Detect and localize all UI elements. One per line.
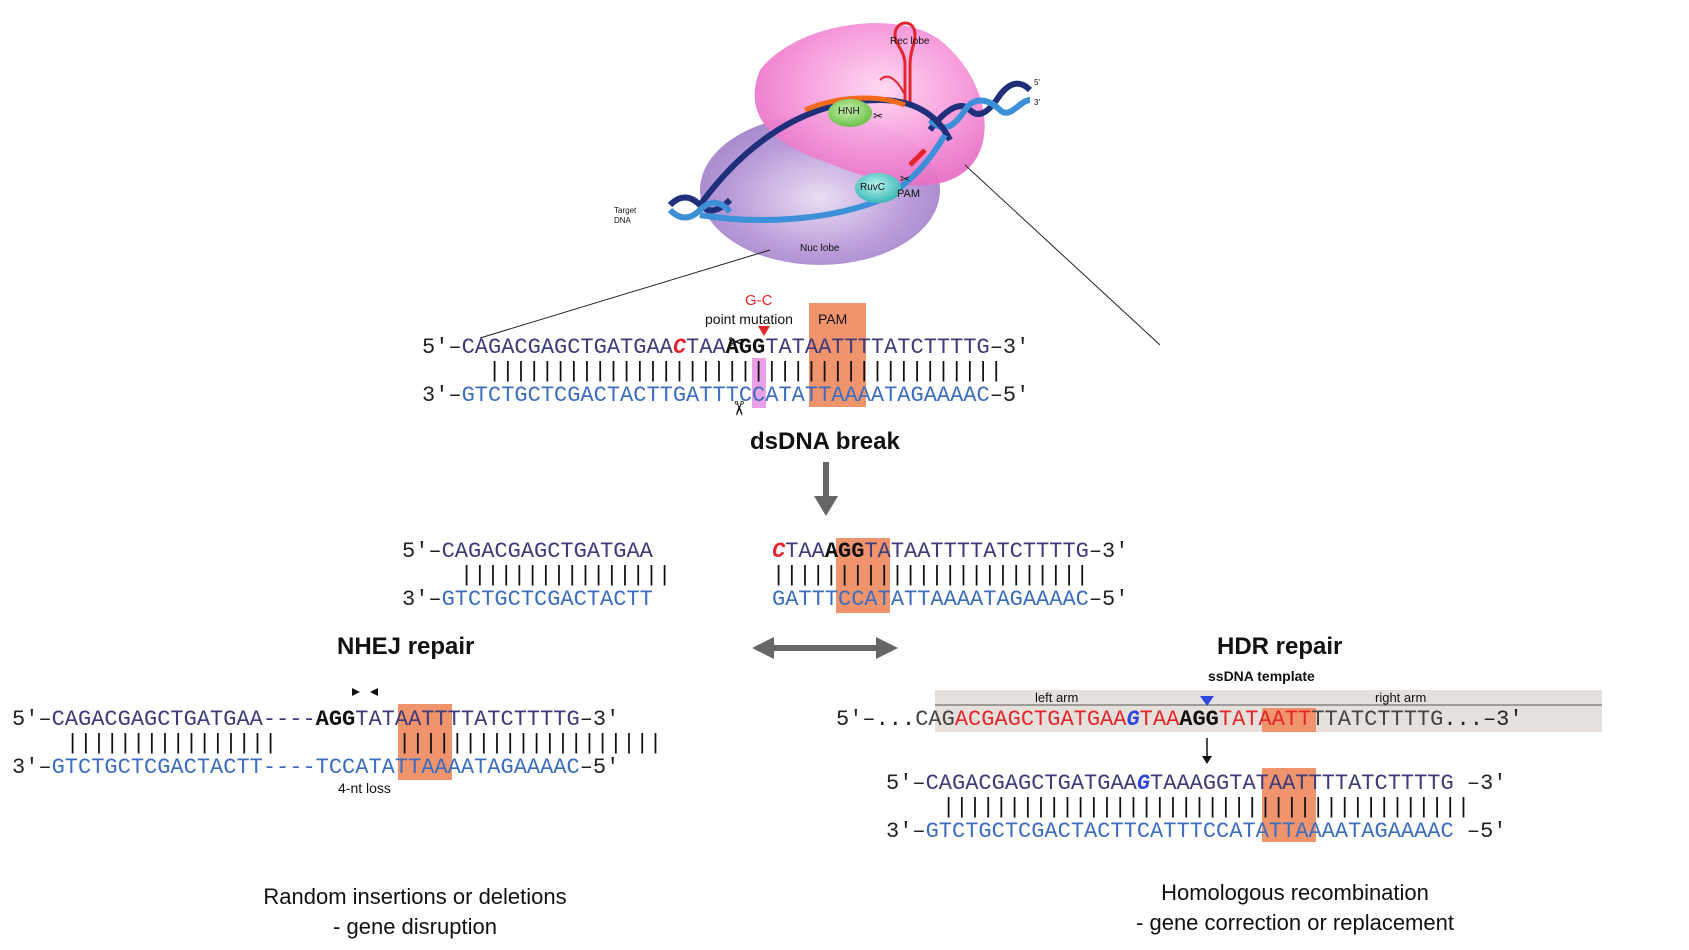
hdr-base-pairs: |||||||||||||||||||||||||||||||||||||||| bbox=[942, 795, 1471, 820]
rec-lobe-label: Rec lobe bbox=[890, 36, 930, 47]
scissors-icon-ruvc: ✂ bbox=[900, 172, 910, 186]
nhej-pam-highlight bbox=[398, 704, 452, 780]
hdr-right-arm-label: right arm bbox=[1375, 690, 1427, 705]
nhej-bars-left: |||||||||||||||| bbox=[66, 731, 278, 756]
dsdna-break-label: dsDNA break bbox=[750, 428, 900, 455]
broken-pam-highlight bbox=[836, 538, 890, 613]
double-arrow-right-head bbox=[876, 637, 898, 659]
nhej-outcome-line2: - gene disruption bbox=[333, 914, 497, 939]
hdr-template-strand: 5′–...CAGACGAGCTGATGAAGTAAAGGTATAATTTTAT… bbox=[836, 707, 1523, 732]
top-strand-seq: 5′–CAGACGAGCTGATGAACTAAAGGTATAATTTTATCTT… bbox=[422, 335, 1030, 360]
hdr-outcome-line2: - gene correction or replacement bbox=[1136, 910, 1454, 935]
nhej-primer-arrow-left bbox=[352, 688, 360, 696]
dna-nontarget-strand bbox=[699, 133, 948, 223]
cut-site-triangle bbox=[758, 326, 770, 336]
mutation-title: G-C bbox=[745, 292, 773, 309]
hdr-top-strand: 5′–CAGACGAGCTGATGAAGTAAAGGTATAATTTTATCTT… bbox=[886, 771, 1507, 796]
pam-marker-red bbox=[908, 148, 927, 167]
hdr-template-label: ssDNA template bbox=[1208, 668, 1315, 684]
nhej-primer-arrow-right bbox=[370, 688, 378, 696]
mutation-highlight-box bbox=[752, 358, 766, 408]
hdr-down-arrow-head bbox=[1202, 756, 1212, 764]
hdr-outcome-line1: Homologous recombination bbox=[1161, 880, 1429, 905]
nuc-lobe-label: Nuc lobe bbox=[800, 243, 840, 254]
broken-top-left: 5′–CAGACGAGCTGATGAA bbox=[402, 539, 653, 564]
top-bottom-strand-seq: 3′–GTCTGCTCGACTACTTGATTTCCATATTAAAATAGAA… bbox=[422, 383, 1030, 408]
down-arrow-head bbox=[814, 496, 838, 516]
nhej-top-strand: 5′–CAGACGAGCTGATGAA----AGGTATAATTTTATCTT… bbox=[12, 707, 620, 732]
broken-bottom-left: 3′–GTCTGCTCGACTACTT bbox=[402, 587, 653, 612]
hdr-title: HDR repair bbox=[1217, 633, 1343, 660]
broken-bottom-right: GATTTCCATATTAAAATAGAAAAC–5′ bbox=[772, 587, 1129, 612]
nhej-bottom-strand: 3′–GTCTGCTCGACTACTT----TCCATATTAAAATAGAA… bbox=[12, 755, 620, 780]
broken-bars-right: |||||||||||||||||||||||| bbox=[772, 563, 1089, 588]
guide-rna-hairpin bbox=[893, 21, 917, 105]
helix-5prime-label: 5' bbox=[1034, 78, 1040, 87]
nhej-outcome-line1: Random insertions or deletions bbox=[263, 884, 567, 909]
broken-top-right: CTAAAGGTATAATTTTATCTTTTG–3′ bbox=[772, 539, 1129, 564]
nhej-bars-right: |||||||||||||||||||| bbox=[398, 731, 663, 756]
scissors-icon-hnh: ✂ bbox=[873, 109, 883, 123]
rec-lobe-shape bbox=[754, 23, 985, 186]
top-base-pairs: ||||||||||||||||||||||||||||||||||||||| bbox=[488, 359, 1003, 384]
ruvc-label: RuvC bbox=[860, 182, 886, 193]
nhej-title: NHEJ repair bbox=[337, 633, 475, 660]
double-arrow-left-head bbox=[752, 637, 774, 659]
dna-helix-left-light bbox=[667, 199, 733, 221]
hnh-domain bbox=[828, 99, 872, 127]
guide-rna-segment bbox=[804, 95, 906, 113]
ruvc-domain bbox=[855, 173, 901, 203]
dna-helix-right-dark bbox=[927, 80, 1033, 132]
dna-helix-right-light bbox=[927, 97, 1031, 131]
hdr-g-marker bbox=[1200, 696, 1214, 706]
pam-highlight-box bbox=[809, 303, 866, 407]
nhej-loss-label: 4-nt loss bbox=[338, 780, 391, 796]
guide-rna-stem bbox=[879, 75, 906, 96]
broken-bars-left: |||||||||||||||| bbox=[460, 563, 672, 588]
mutation-subtitle: point mutation bbox=[705, 311, 793, 327]
hdr-template-pam-highlight bbox=[1262, 708, 1316, 732]
target-dna-label: Target DNA bbox=[614, 206, 637, 225]
hdr-left-arm-label: left arm bbox=[1035, 690, 1079, 705]
scissors-icon-bottom: ✂ bbox=[727, 400, 749, 417]
hdr-bottom-strand: 3′–GTCTGCTCGACTACTTCATTTCCATATTAAAATAGAA… bbox=[886, 819, 1507, 844]
scissors-icon-top: ✂ bbox=[728, 332, 745, 354]
helix-3prime-label: 3' bbox=[1034, 98, 1040, 107]
hdr-pam-highlight bbox=[1262, 768, 1316, 842]
hnh-label: HNH bbox=[838, 106, 860, 117]
pam-box-label: PAM bbox=[818, 311, 848, 327]
zoom-line-left bbox=[479, 249, 771, 339]
pam-protein-label: PAM bbox=[897, 188, 921, 200]
zoom-line-right bbox=[964, 164, 1161, 346]
